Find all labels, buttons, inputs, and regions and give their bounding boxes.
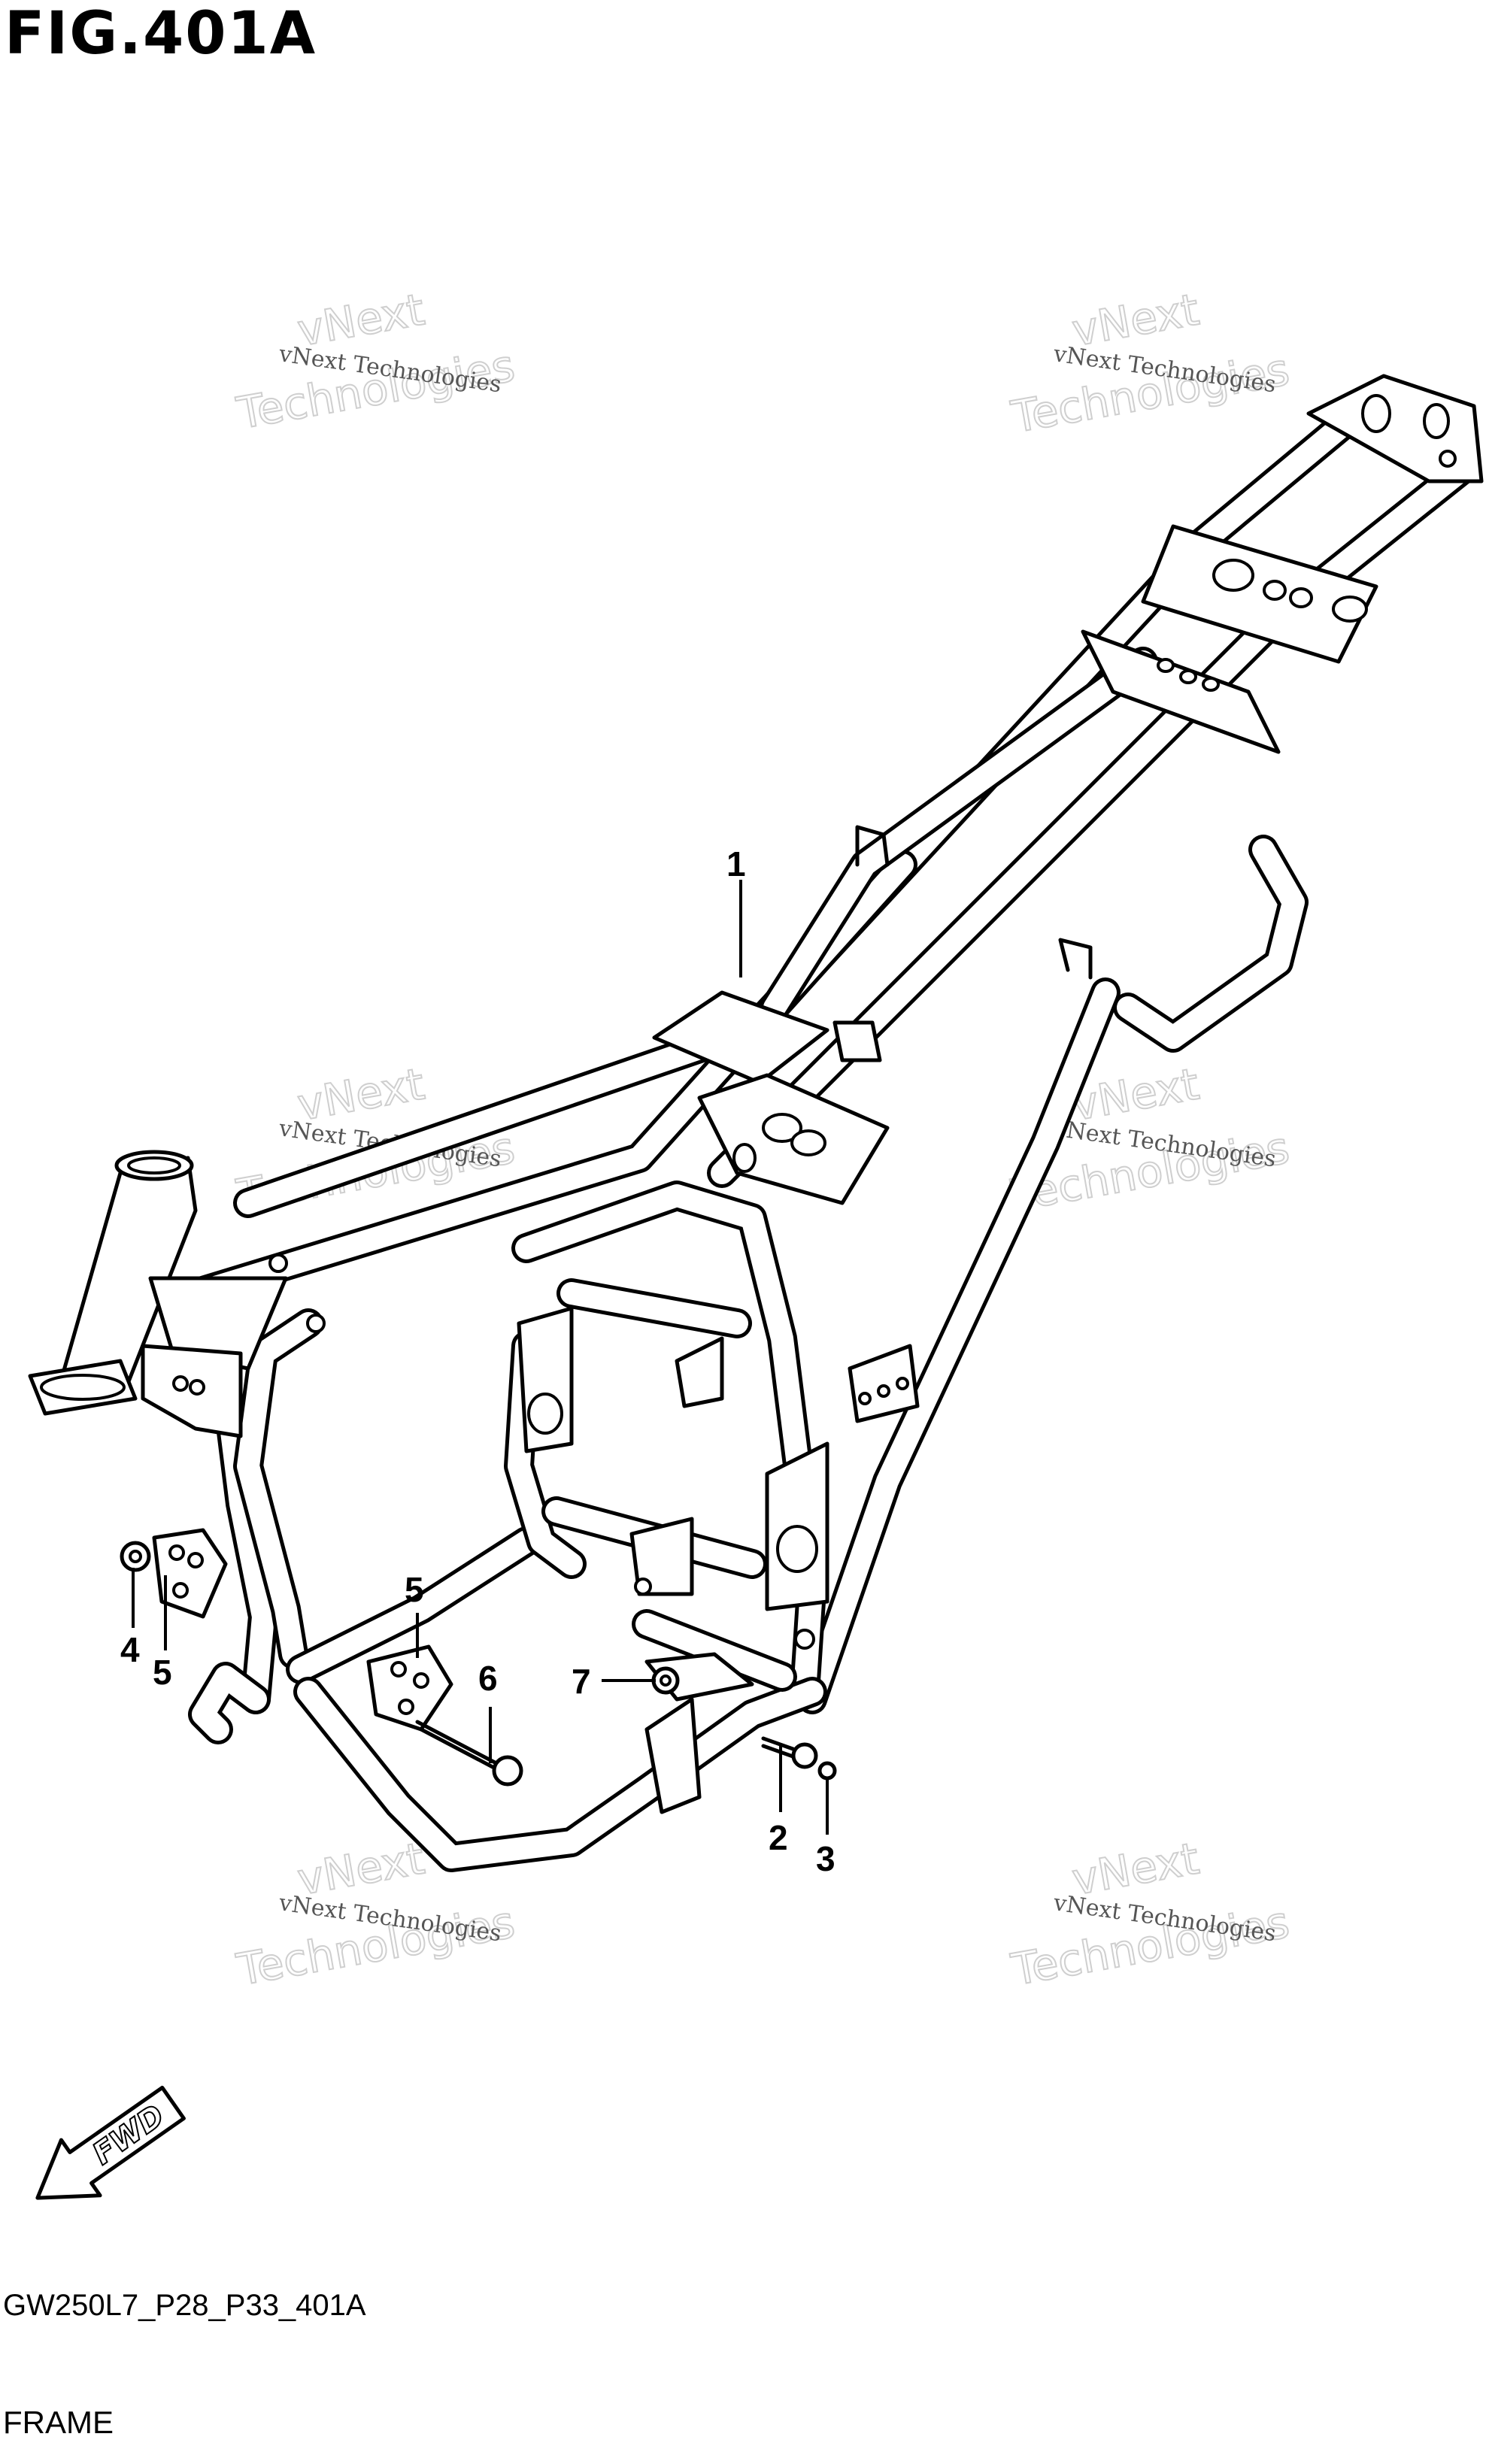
watermark-top-right: Technologies vNext vNext Technologies xyxy=(1007,283,1294,444)
mid-bracket xyxy=(675,1336,724,1408)
lower-stand-bracket xyxy=(644,1697,702,1814)
upper-center-plate xyxy=(652,990,890,1205)
figure-name: FRAME xyxy=(3,2405,114,2440)
callout-5-left: 5 xyxy=(153,1653,172,1692)
callout-7: 7 xyxy=(572,1662,591,1701)
part-bolt-2 xyxy=(761,1736,818,1769)
callout-6: 6 xyxy=(478,1659,498,1698)
part-plate-left xyxy=(152,1528,228,1619)
part-nut-4 xyxy=(120,1541,151,1572)
watermark-top-left: Technologies vNext vNext Technologies xyxy=(232,283,520,440)
fwd-arrow-icon: FWD xyxy=(35,2085,186,2200)
frame-assembly xyxy=(28,374,1484,1872)
tail-plate xyxy=(1306,374,1484,483)
leader-lines xyxy=(132,880,829,1835)
pivot-plates xyxy=(517,1306,829,1650)
watermark-bottom-right: Technologies vNext vNext Technologies xyxy=(1007,1832,1294,1996)
part-washer-3 xyxy=(817,1761,837,1781)
part-plate-right xyxy=(366,1644,453,1732)
helmet-hook-front xyxy=(855,825,890,867)
steering-head xyxy=(28,1150,198,1416)
helmet-hook-rear xyxy=(1058,938,1093,980)
part-nut-7 xyxy=(651,1666,680,1695)
callout-4: 4 xyxy=(120,1630,140,1669)
part-bolt-6 xyxy=(415,1720,523,1787)
callout-3: 3 xyxy=(816,1839,835,1878)
callout-2: 2 xyxy=(769,1818,788,1857)
callout-5-right: 5 xyxy=(405,1570,424,1609)
rear-seat-plates xyxy=(1081,524,1378,754)
front-gusset xyxy=(148,1276,288,1371)
engine-mount-bracket xyxy=(629,1517,694,1596)
callout-1: 1 xyxy=(726,844,746,883)
figure-code: GW250L7_P28_P33_401A xyxy=(3,2289,366,2322)
figure-title: FIG.401A xyxy=(5,0,317,68)
